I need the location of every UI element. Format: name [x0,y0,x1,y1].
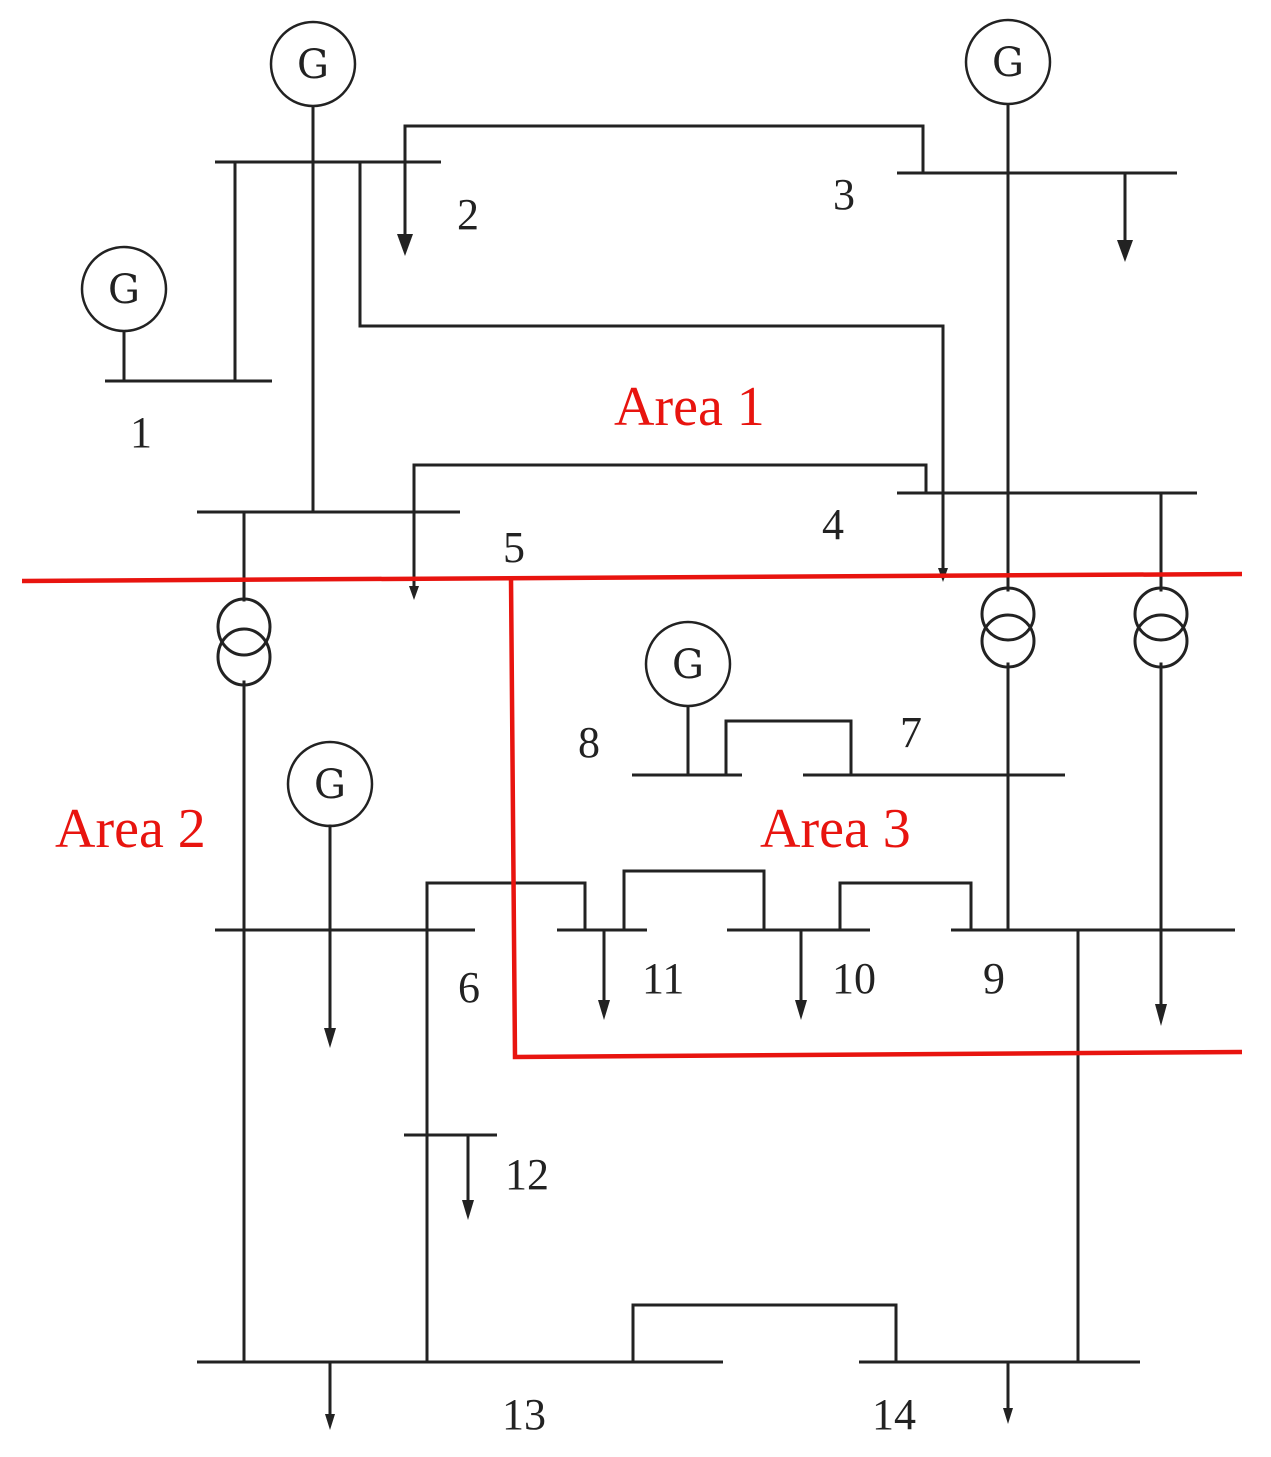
load-arrow-bus-10 [795,928,807,1020]
line-2-4 [358,160,945,495]
generator-symbol: G [314,762,346,808]
generator-bus-1: G [80,245,168,333]
bus-bars [105,160,1235,1364]
area-labels: Area 1 Area 2 Area 3 [55,376,911,860]
load-arrow-bus-4 [938,491,948,582]
bus-label-2: 2 [457,190,479,239]
generator-circle [964,18,1052,106]
generator-symbol: G [108,267,140,313]
transformers [216,586,1189,687]
load-arrow-bus-3 [1117,171,1133,262]
generator-symbol: G [992,40,1024,86]
generator-bus-6: G [286,740,374,932]
bus-label-6: 6 [458,963,480,1012]
generator-bus-3: G [964,18,1052,106]
bus-label-12: 12 [505,1150,549,1199]
generator-bus-2: G [269,20,357,108]
area-label-3: Area 3 [760,798,911,860]
generator-circle [269,20,357,108]
line-5-4 [412,463,928,514]
load-arrow-bus-6 [324,928,336,1048]
load-arrow-bus-12 [462,1133,474,1220]
bus-label-7: 7 [900,708,922,757]
generator-symbol: G [297,42,329,88]
bus-label-3: 3 [833,170,855,219]
bus-label-5: 5 [503,523,525,572]
bus-label-10: 10 [832,954,876,1003]
generators: G G G G G [80,18,1052,932]
load-arrow-bus-11 [598,928,610,1020]
bus-labels: 1 2 3 4 5 6 7 8 9 10 11 12 13 14 [130,170,1005,1439]
bus-label-1: 1 [130,408,152,457]
bus-label-13: 13 [502,1390,546,1439]
generator-circle [80,245,168,333]
bus-label-8: 8 [578,718,600,767]
transformer-4-9 [980,586,1036,669]
line-10-9 [838,881,973,932]
load-arrow-bus-14 [1003,1360,1013,1424]
area-boundaries [21,571,1243,1060]
line-2-3 [403,124,925,175]
load-arrow-bus-2 [397,160,413,256]
bus-label-11: 11 [642,954,684,1003]
line-6-11-13 [425,881,587,1364]
load-arrow-bus-5 [409,510,419,600]
transformer-5-6 [216,597,272,687]
generator-bus-8: G [644,620,732,708]
load-arrow-bus-13 [325,1360,335,1430]
generator-symbol: G [672,642,704,688]
line-11-10 [622,869,766,932]
bus-label-14: 14 [872,1390,916,1439]
load-arrow-bus-9 [1155,1004,1167,1026]
branches [122,102,1163,1364]
area-2-3-boundary [508,577,1243,1060]
area-label-2: Area 2 [55,798,206,860]
bus-label-9: 9 [983,954,1005,1003]
area-label-1: Area 1 [614,376,765,438]
line-8-7 [724,719,853,777]
bus-label-4: 4 [822,500,844,549]
loads [324,160,1167,1430]
area-1-boundary [21,571,1243,584]
line-13-14 [631,1303,898,1364]
generator-circle [644,620,732,708]
transformer-4-7 [1133,586,1189,669]
